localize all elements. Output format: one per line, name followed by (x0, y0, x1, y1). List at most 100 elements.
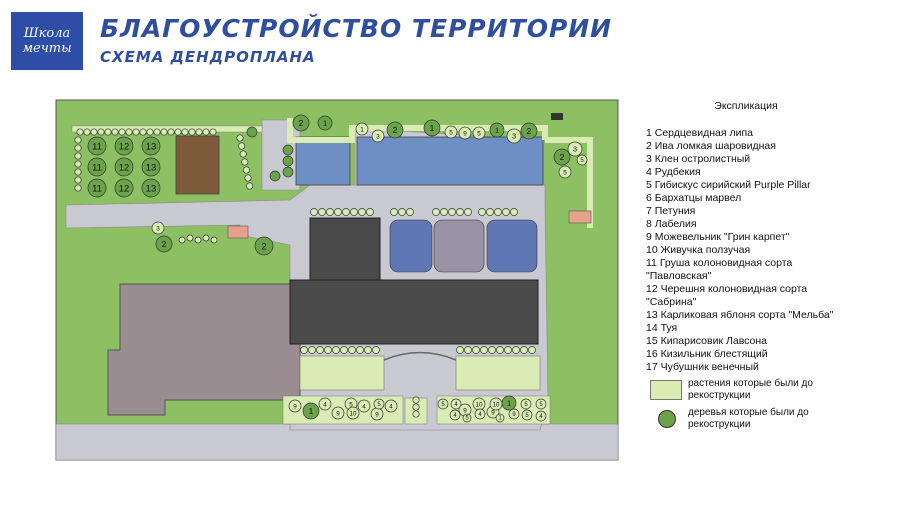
old-tree (282, 166, 294, 178)
bottom-right-plant-label: 4 (454, 402, 458, 408)
hedge-shrub (398, 208, 406, 216)
hedge-shrub (139, 128, 147, 136)
hedge-shrub (318, 208, 326, 216)
orchard-tree (114, 157, 134, 177)
bottom-left-plant-label: 4 (389, 403, 393, 410)
hedge-shrub (528, 346, 536, 354)
top-tree-label: 1 (495, 126, 499, 135)
orchard-tree-label: 12 (119, 183, 130, 194)
bottom-left-plant (346, 406, 360, 420)
hedge-shrub (167, 128, 175, 136)
top-tree (386, 121, 404, 139)
right-tree-label: 3 (573, 145, 577, 154)
bottom-right-plant (474, 408, 486, 420)
school-logo: Школа мечты (11, 12, 83, 70)
orchard-tree (114, 178, 134, 198)
hedge-shrub (195, 128, 203, 136)
hedge-shrub (464, 208, 472, 216)
hedge-shrub (480, 346, 488, 354)
hedge-shrub (174, 128, 182, 136)
bottom-right-plant (462, 413, 472, 423)
top-tree-label: 2 (527, 126, 532, 136)
top-tree (458, 126, 472, 140)
hedge-shrub (440, 208, 448, 216)
hedge-shrub (464, 346, 472, 354)
top-tree-label: 1 (360, 126, 364, 133)
mid-tree (155, 235, 173, 253)
orchard-tree (141, 136, 161, 156)
bottom-right-plant (501, 395, 517, 411)
top-tree-label: 9 (463, 130, 467, 137)
right-tree (576, 154, 588, 166)
old-tree (269, 170, 281, 182)
hedge-shrub (74, 176, 82, 184)
legend-item: 14 Туя (646, 322, 678, 334)
old-trees-swatch (658, 410, 676, 428)
legend-item: 4 Рудбекия (646, 166, 701, 178)
bottom-left-plant (331, 406, 345, 420)
top-tree (489, 122, 505, 138)
hedge-shrub (324, 346, 332, 354)
bottom-right-plant-label: 9 (463, 407, 467, 414)
hedge-shrub (358, 208, 366, 216)
bottom-right-plant (520, 398, 532, 410)
hedge-shrub (342, 208, 350, 216)
hedge-shrub (412, 410, 420, 418)
small-pavilion-left (227, 225, 249, 239)
top-tree (371, 129, 385, 143)
bottom-right-plant-label: 4 (453, 413, 457, 419)
bottom-left-plant-label: 9 (375, 411, 379, 418)
hedge-shrub (160, 128, 168, 136)
logo-line-1: Школа (23, 26, 71, 41)
hedge-shrub (74, 144, 82, 152)
legend-item: 7 Петуния (646, 205, 696, 217)
hedge-shrub (512, 346, 520, 354)
bottom-left-plant-label: 5 (377, 402, 381, 408)
top-hedge (287, 118, 548, 143)
bottom-left-plant-label: 9 (293, 403, 297, 410)
hedge-shrub (202, 234, 210, 242)
legend-item: 15 Кипарисовик Лавсона (646, 335, 768, 347)
hedge-shrub (210, 236, 218, 244)
hedge-shrub (456, 346, 464, 354)
hedge-shrub (300, 346, 308, 354)
top-tree-label: 5 (449, 129, 453, 136)
orchard-tree (141, 157, 161, 177)
legend-item: 9 Можевельник "Грин карпет" (646, 231, 790, 243)
top-tree (520, 122, 538, 140)
bottom-right-plant-label: 9 (491, 409, 495, 416)
orchard-tree-label: 12 (119, 162, 130, 173)
bottom-left-plant (318, 397, 332, 411)
orchard-tree (87, 136, 107, 156)
bottom-left-plant (384, 399, 398, 413)
hedge-shrub (244, 174, 252, 182)
hedge-shrub (132, 128, 140, 136)
legend-item: 2 Ива ломкая шаровидная (646, 140, 776, 152)
orchard-tree-label: 11 (92, 141, 102, 152)
blue-zone-left (295, 136, 351, 186)
legend-item: 3 Клен остролистный (646, 153, 751, 165)
old-tree (246, 126, 258, 138)
roof-annex (309, 217, 381, 281)
hedge-shrub (146, 128, 154, 136)
legend-item: 13 Карликовая яблоня сорта "Мельба" (646, 309, 834, 321)
play-pad-3 (486, 219, 538, 273)
hedge-shrub (178, 236, 186, 244)
top-tree (444, 125, 458, 139)
hedge-shrub (502, 208, 510, 216)
right-tree-label: 5 (580, 158, 584, 164)
hedge-shrub (125, 128, 133, 136)
right-tree (553, 148, 571, 166)
hedge-shrub (111, 128, 119, 136)
orchard-soil (175, 135, 220, 195)
hedge-shrub (310, 208, 318, 216)
hedge-shrub (241, 158, 249, 166)
bottom-right-plant (495, 413, 505, 423)
bottom-right-plant (437, 398, 449, 410)
top-tree-label: 2 (393, 125, 398, 135)
right-tree-label: 5 (563, 169, 567, 176)
right-tree (558, 165, 572, 179)
bottom-right-plant-label: 5 (525, 413, 529, 419)
